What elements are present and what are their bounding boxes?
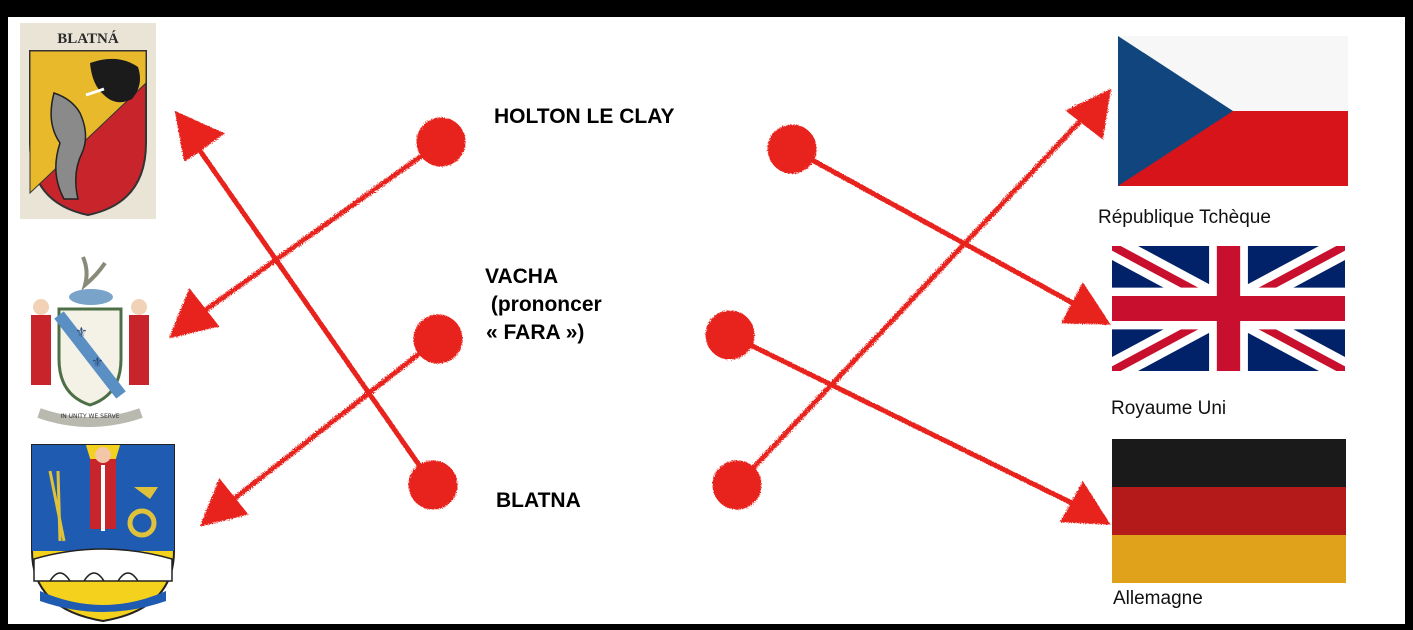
uk-flag [1112,246,1345,371]
blatna-dot-right [712,460,762,510]
diagram-canvas: HOLTON LE CLAY VACHA (prononcer « FARA »… [8,17,1405,624]
arrow-holton-to-uk [767,124,1111,325]
vacha-dot-right [705,310,755,360]
svg-text:⚜: ⚜ [75,325,88,341]
blatna-banner-text: BLATNÁ [57,30,119,47]
vacha-crest [30,441,176,623]
holton-dot-right [767,124,817,174]
svg-text:⚜: ⚜ [91,355,104,371]
holton-motto-text: IN UNITY WE SERVE [60,413,119,420]
country-label-czech: République Tchèque [1098,207,1271,228]
czech-flag [1118,36,1348,186]
vacha-dot-left [413,314,463,364]
town-label-vacha-line1: VACHA [485,265,559,288]
holton-dot-left [416,117,466,167]
arrow-holton-to-crest [168,117,466,339]
town-label-vacha-line2: (prononcer [485,293,602,316]
germany-flag [1112,439,1346,583]
arrows-layer [8,17,1405,624]
arrow-vacha-to-germany [705,310,1111,525]
country-label-uk: Royaume Uni [1111,398,1227,419]
arrow-blatna-to-czech [712,88,1112,510]
town-label-holton: HOLTON LE CLAY [494,105,675,128]
holton-crest: ⚜ ⚜ IN UNITY WE SERVE [25,255,155,427]
arrow-blatna-to-crest [174,110,458,510]
blatna-crest: BLATNÁ [20,23,156,219]
arrow-vacha-to-crest [199,314,463,527]
town-label-vacha-line3: « FARA ») [486,321,585,344]
country-label-germany: Allemagne [1113,588,1203,609]
town-label-blatna: BLATNA [496,489,581,512]
blatna-dot-left [408,460,458,510]
